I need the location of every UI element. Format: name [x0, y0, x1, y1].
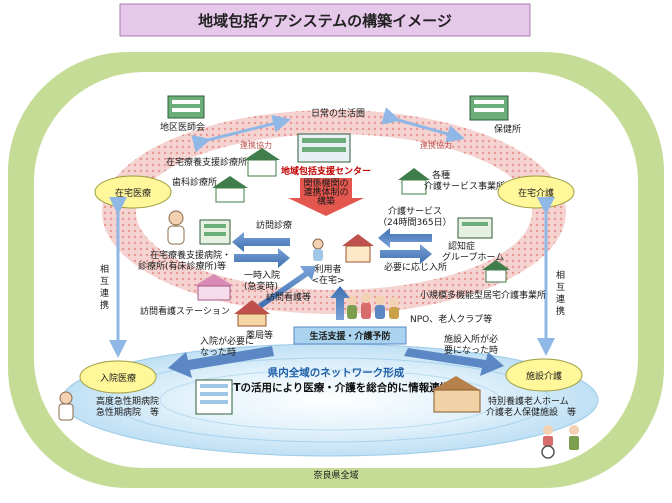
hospital-icon	[199, 219, 231, 245]
facility-need-label-2: 要になった時	[444, 345, 498, 356]
house-icon	[482, 260, 510, 283]
visit-treatment-arrow	[232, 232, 290, 252]
nursing-facility-label-2: 介護老人保健施設 等	[486, 406, 576, 418]
mutual-left-4: 携	[100, 299, 109, 311]
home-medical-label: 在宅医療	[115, 187, 151, 199]
mutual-right-1: 相	[556, 269, 565, 281]
care-service-arrow-label-1: 介護サービス	[388, 205, 442, 217]
network-ripple-2	[159, 369, 501, 431]
center-down-arrow	[288, 178, 364, 216]
coop-label-left: 連携協力	[240, 140, 272, 150]
network-desc: ICTの活用により医療・介護を総合的に情報連携	[222, 381, 451, 394]
visit-treatment-label: 訪問診療	[256, 219, 292, 231]
mutual-right-3: 連	[556, 293, 565, 305]
daily-area-label: 日常の生活圏	[311, 107, 365, 119]
mutual-right-2: 互	[556, 282, 565, 293]
facility-care-label: 施設介護	[526, 370, 562, 382]
title-box	[119, 3, 531, 37]
house-icon	[234, 300, 270, 327]
circle-home-care	[497, 175, 575, 209]
as-needed-arrow	[380, 244, 432, 264]
npo-label: NPO、老人クラブ等	[410, 313, 492, 325]
coop-label-right: 連携協力	[420, 140, 452, 150]
visit-nursing-arrow	[258, 266, 316, 308]
temp-admission-label-2: (急変時)	[244, 280, 278, 292]
home-support-clinic-label: 在宅療養支援診療所	[166, 156, 247, 168]
temp-admission-label-1: 一時入院	[244, 269, 280, 281]
life-support-box	[293, 326, 407, 345]
user-home-icon	[342, 234, 374, 263]
temp-admission-arrow	[234, 248, 290, 268]
care-service-arrow	[378, 228, 432, 248]
coop-arrow-right	[381, 107, 465, 143]
mutual-left-3: 連	[100, 287, 109, 299]
care-service-label-2: 介護サービス事業所	[424, 180, 505, 192]
support-hospital-label-2: 診療所(有床診療所)等	[138, 260, 226, 272]
group-home-label-2: グループホーム	[442, 251, 504, 263]
nurse-icon	[167, 210, 185, 245]
pharmacy-label: 薬局等	[246, 329, 273, 341]
care-service-label-1: 各種	[432, 169, 450, 181]
circle-hospital-medical	[79, 360, 157, 394]
circle-facility-care	[505, 358, 583, 392]
mutual-right-4: 携	[556, 305, 565, 317]
center-role-1: 関係機関の	[303, 177, 348, 189]
network-title: 県内全域のネットワーク形成	[268, 366, 405, 379]
person-icon	[312, 238, 324, 261]
support-up-arrow	[330, 286, 350, 320]
mutual-left-2: 互	[100, 276, 109, 287]
acute-hospital-label-2: 急性期病院 等	[96, 406, 159, 418]
center-role-2: 連携体制の	[303, 186, 348, 198]
bottom-label: 奈良県全域	[313, 469, 358, 481]
building-icon	[432, 376, 481, 413]
visit-nursing-label: 訪問看護ステーション	[140, 305, 230, 317]
house-icon	[457, 217, 493, 239]
support-hospital-label-1: 在宅療養支援病院・	[150, 249, 231, 261]
hospital-need-label-2: なった時	[200, 347, 236, 358]
center-role-3: 構築	[317, 195, 335, 207]
visit-nursing-arrow-label: 訪問看護等	[266, 291, 311, 303]
wheelchair-icon	[541, 425, 579, 459]
building-icon	[297, 133, 351, 163]
mutual-left-1: 相	[100, 263, 109, 275]
hospital-icon	[195, 379, 233, 415]
district-medical-label: 地区医師会	[160, 121, 205, 133]
coop-arrow-left	[191, 114, 291, 153]
care-service-arrow-label-2: （24時間365日）	[378, 217, 452, 228]
doctor-icon	[58, 391, 74, 421]
user-label: 利用者	[314, 263, 341, 275]
facility-need-arrow	[404, 348, 504, 376]
user-sub-label: <在宅>	[311, 274, 344, 286]
building-icon	[167, 95, 205, 119]
hospital-need-arrow	[168, 346, 274, 378]
house-icon	[212, 176, 248, 203]
small-multi-label: 小規模多機能型居宅介護事業所	[420, 289, 546, 301]
building-icon	[469, 95, 509, 121]
house-icon	[194, 274, 234, 301]
as-needed-label: 必要に応じ入所	[384, 261, 447, 273]
page-title: 地域包括ケアシステムの構築イメージ	[198, 12, 452, 30]
life-support-label: 生活支援・介護予防	[309, 330, 390, 342]
group-home-label-1: 認知症	[448, 240, 475, 252]
acute-hospital-label-1: 高度急性期病院	[96, 395, 159, 407]
center-label: 地域包括支援センター	[281, 165, 371, 177]
network-ripple-1	[109, 357, 551, 443]
house-icon	[244, 148, 280, 177]
house-icon	[398, 168, 430, 195]
dental-clinic-label: 歯科診療所	[172, 176, 217, 188]
health-center-label: 保健所	[494, 123, 521, 135]
elderly-group-icon	[347, 293, 399, 319]
hospital-medical-label: 入院医療	[100, 372, 136, 384]
nursing-facility-label-1: 特別養護老人ホーム	[488, 395, 569, 407]
facility-need-label-1: 施設入所が必	[444, 333, 498, 345]
hospital-need-label-1: 入院が必要に	[200, 335, 254, 347]
home-care-label: 在宅介護	[518, 187, 554, 199]
